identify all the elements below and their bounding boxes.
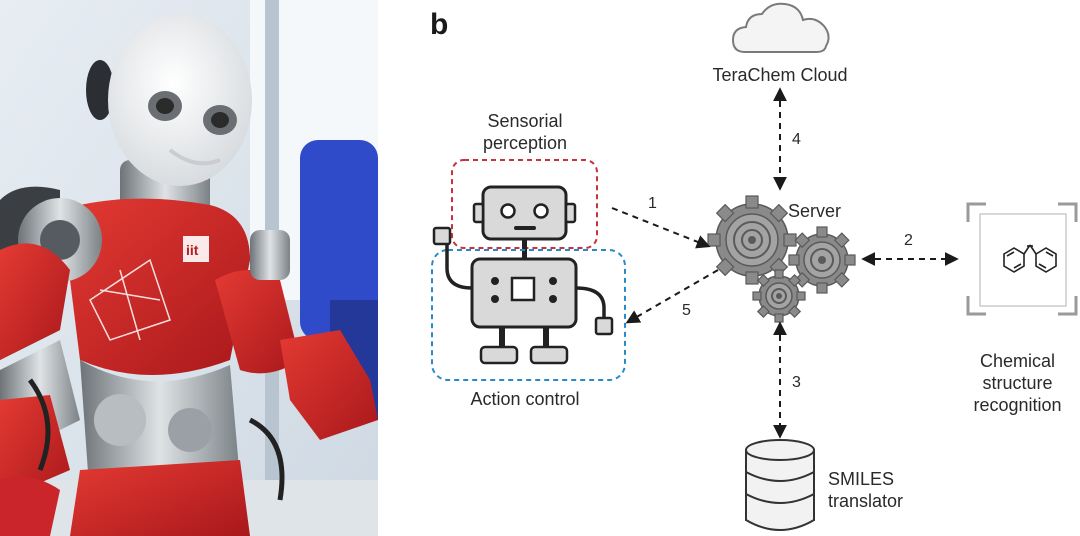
chem-line-1: Chemical — [979, 351, 1056, 371]
chemical-structure-recognition-label: Chemical structure recognition — [955, 350, 1080, 416]
action-control-box — [431, 249, 626, 381]
action-control-label: Action control — [470, 389, 580, 409]
sensorial-line-1: Sensorial — [487, 111, 563, 131]
robot-body-icon — [432, 226, 614, 365]
cloud-icon — [731, 2, 830, 53]
arrow-5-server-to-robot — [625, 269, 719, 324]
smiles-line-1: SMILES — [828, 469, 895, 489]
stilbene-molecule-icon — [1003, 244, 1057, 273]
step-4: 4 — [792, 131, 801, 148]
chemical-structure-frame — [966, 202, 1078, 316]
step-1: 1 — [648, 195, 657, 212]
smiles-translator-label: SMILES translator — [828, 468, 928, 512]
workflow-diagram — [431, 2, 1078, 531]
humanoid-robot-photo: iit — [0, 0, 378, 536]
smiles-line-2: translator — [828, 491, 904, 511]
step-2: 2 — [904, 232, 913, 249]
robot-head-icon — [472, 185, 577, 259]
chem-line-3: recognition — [973, 395, 1062, 415]
step-3: 3 — [792, 374, 801, 391]
server-gears-icon — [707, 195, 856, 323]
chem-line-2: structure — [982, 373, 1053, 393]
server-label: Server — [788, 201, 842, 221]
panel-b-label: b — [430, 8, 449, 41]
terachem-cloud-label: TeraChem Cloud — [712, 65, 848, 85]
smiles-database-icon — [745, 439, 815, 531]
iit-logo: iit — [186, 242, 199, 258]
sensorial-perception-label: Sensorial perception — [460, 110, 590, 154]
arrow-1-robot-to-server — [611, 207, 711, 249]
sensorial-line-2: perception — [482, 133, 568, 153]
step-5: 5 — [682, 302, 691, 319]
